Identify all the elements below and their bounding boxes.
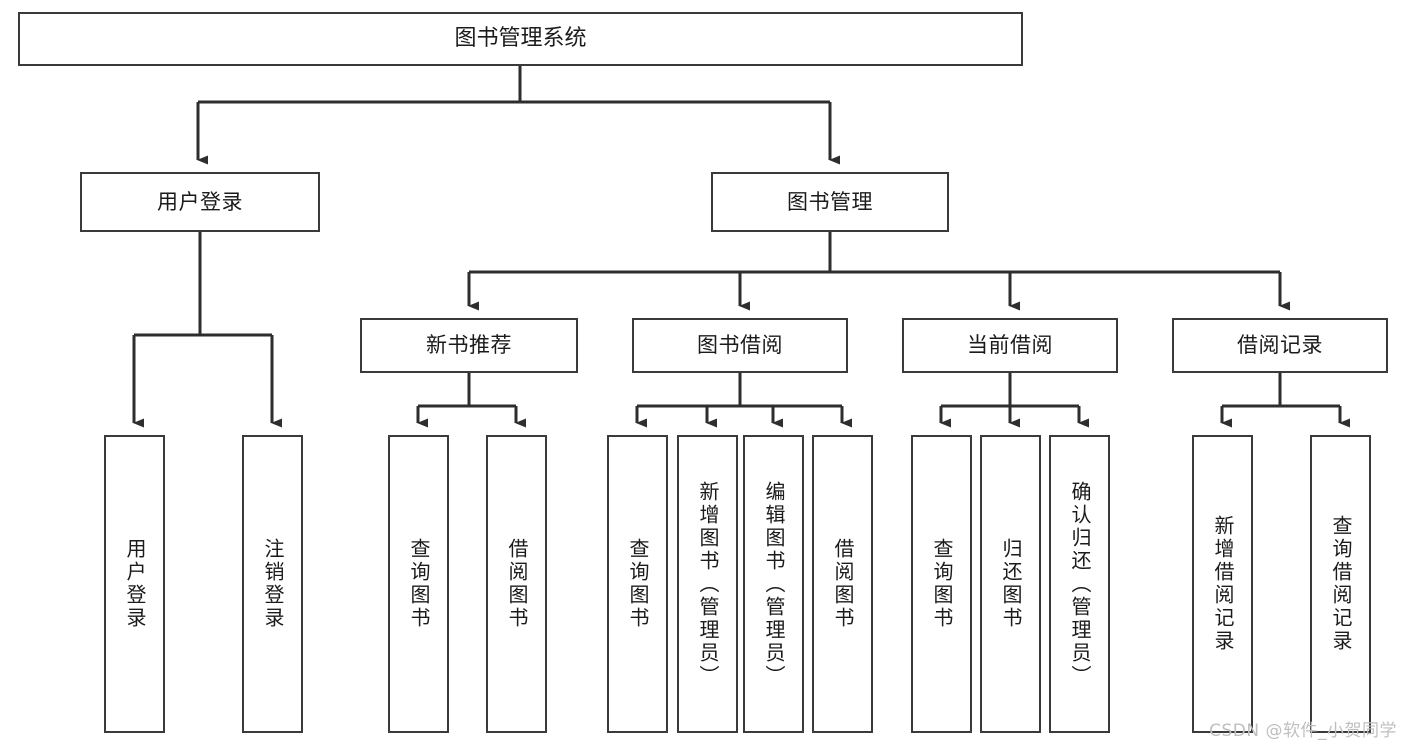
node-book-borrow[interactable]: 图书借阅	[632, 318, 848, 373]
node-label: 图书管理	[787, 189, 873, 214]
node-label: 确认归还（管理员）	[1068, 480, 1092, 688]
node-user-login[interactable]: 用户登录	[80, 172, 320, 232]
leaf-borrow-books[interactable]: 借阅图书	[812, 435, 873, 733]
node-label: 图书管理系统	[454, 26, 587, 52]
node-label: 用户登录	[123, 538, 147, 630]
node-label: 图书借阅	[697, 333, 783, 358]
leaf-query-books-current[interactable]: 查询图书	[911, 435, 972, 733]
leaf-edit-book-admin[interactable]: 编辑图书（管理员）	[743, 435, 804, 733]
node-label: 查询图书	[930, 538, 954, 630]
watermark: CSDN @软件_小贺同学	[1209, 721, 1397, 741]
node-label: 新增图书（管理员）	[696, 480, 720, 688]
leaf-query-books-borrow[interactable]: 查询图书	[607, 435, 668, 733]
node-new-book-recommend[interactable]: 新书推荐	[360, 318, 578, 373]
node-label: 注销登录	[261, 538, 285, 630]
node-label: 借阅图书	[831, 538, 855, 630]
node-root-book-management-system[interactable]: 图书管理系统	[18, 12, 1023, 66]
node-label: 归还图书	[999, 538, 1023, 630]
node-label: 查询借阅记录	[1329, 515, 1353, 653]
leaf-return-books[interactable]: 归还图书	[980, 435, 1041, 733]
node-label: 借阅图书	[505, 538, 529, 630]
node-current-borrow[interactable]: 当前借阅	[902, 318, 1118, 373]
node-borrow-record[interactable]: 借阅记录	[1172, 318, 1388, 373]
leaf-add-book-admin[interactable]: 新增图书（管理员）	[677, 435, 738, 733]
leaf-query-books-recommend[interactable]: 查询图书	[388, 435, 449, 733]
node-book-management[interactable]: 图书管理	[711, 172, 949, 232]
node-label: 编辑图书（管理员）	[762, 480, 786, 688]
node-label: 当前借阅	[967, 333, 1053, 358]
node-label: 用户登录	[157, 189, 243, 214]
node-label: 借阅记录	[1237, 333, 1323, 358]
leaf-query-borrow-record[interactable]: 查询借阅记录	[1310, 435, 1371, 733]
leaf-logout[interactable]: 注销登录	[242, 435, 303, 733]
leaf-confirm-return-admin[interactable]: 确认归还（管理员）	[1049, 435, 1110, 733]
leaf-add-borrow-record[interactable]: 新增借阅记录	[1192, 435, 1253, 733]
node-label: 查询图书	[407, 538, 431, 630]
node-label: 查询图书	[626, 538, 650, 630]
node-label: 新增借阅记录	[1211, 515, 1235, 653]
node-label: 新书推荐	[426, 333, 512, 358]
leaf-user-login[interactable]: 用户登录	[104, 435, 165, 733]
leaf-borrow-books-recommend[interactable]: 借阅图书	[486, 435, 547, 733]
